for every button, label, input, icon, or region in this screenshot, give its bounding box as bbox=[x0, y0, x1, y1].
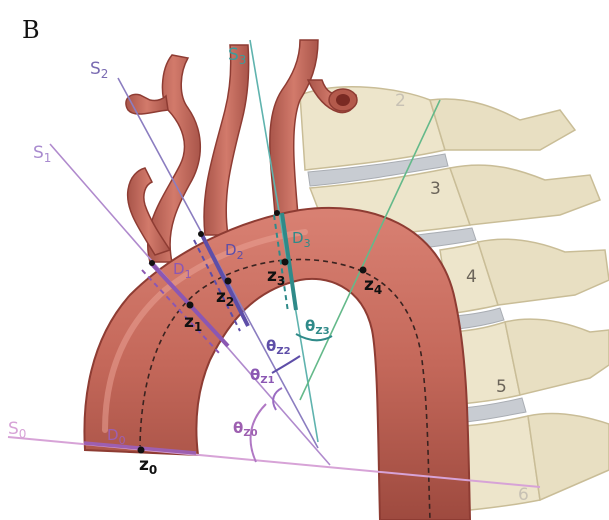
label-s1: S1 bbox=[33, 143, 51, 165]
vertebra-process-5 bbox=[505, 319, 609, 395]
vertebra-label-2: 2 bbox=[395, 91, 406, 111]
point-z0 bbox=[138, 447, 145, 454]
left-common-carotid-artery bbox=[204, 45, 249, 235]
vertebra-process-4 bbox=[478, 239, 609, 305]
panel-label: B bbox=[22, 16, 40, 44]
arc-theta-z2 bbox=[272, 356, 300, 373]
vertebra-process-3 bbox=[450, 165, 600, 225]
label-theta-z3: θZ3 bbox=[305, 317, 330, 337]
vertebra-label-4: 4 bbox=[466, 267, 477, 287]
label-s2: S2 bbox=[90, 59, 108, 81]
point-d3-top bbox=[274, 210, 280, 216]
vertebra-process-6 bbox=[528, 414, 609, 500]
point-z2 bbox=[225, 278, 232, 285]
vertebra-label-3: 3 bbox=[430, 179, 441, 199]
point-z4 bbox=[360, 267, 367, 274]
point-d1-top bbox=[149, 260, 155, 266]
point-z1 bbox=[187, 302, 194, 309]
point-z3 bbox=[282, 259, 289, 266]
vertebra-process-2 bbox=[430, 99, 575, 150]
arc-theta-z1 bbox=[273, 388, 282, 410]
vertebra-label-6: 6 bbox=[518, 485, 529, 505]
point-d2-top bbox=[198, 231, 204, 237]
label-theta-z2: θZ2 bbox=[266, 337, 291, 357]
label-s0: S0 bbox=[8, 419, 26, 441]
vertebra-label-5: 5 bbox=[496, 377, 507, 397]
label-z0: z0 bbox=[139, 455, 157, 477]
label-theta-z1: θZ1 bbox=[250, 366, 275, 386]
